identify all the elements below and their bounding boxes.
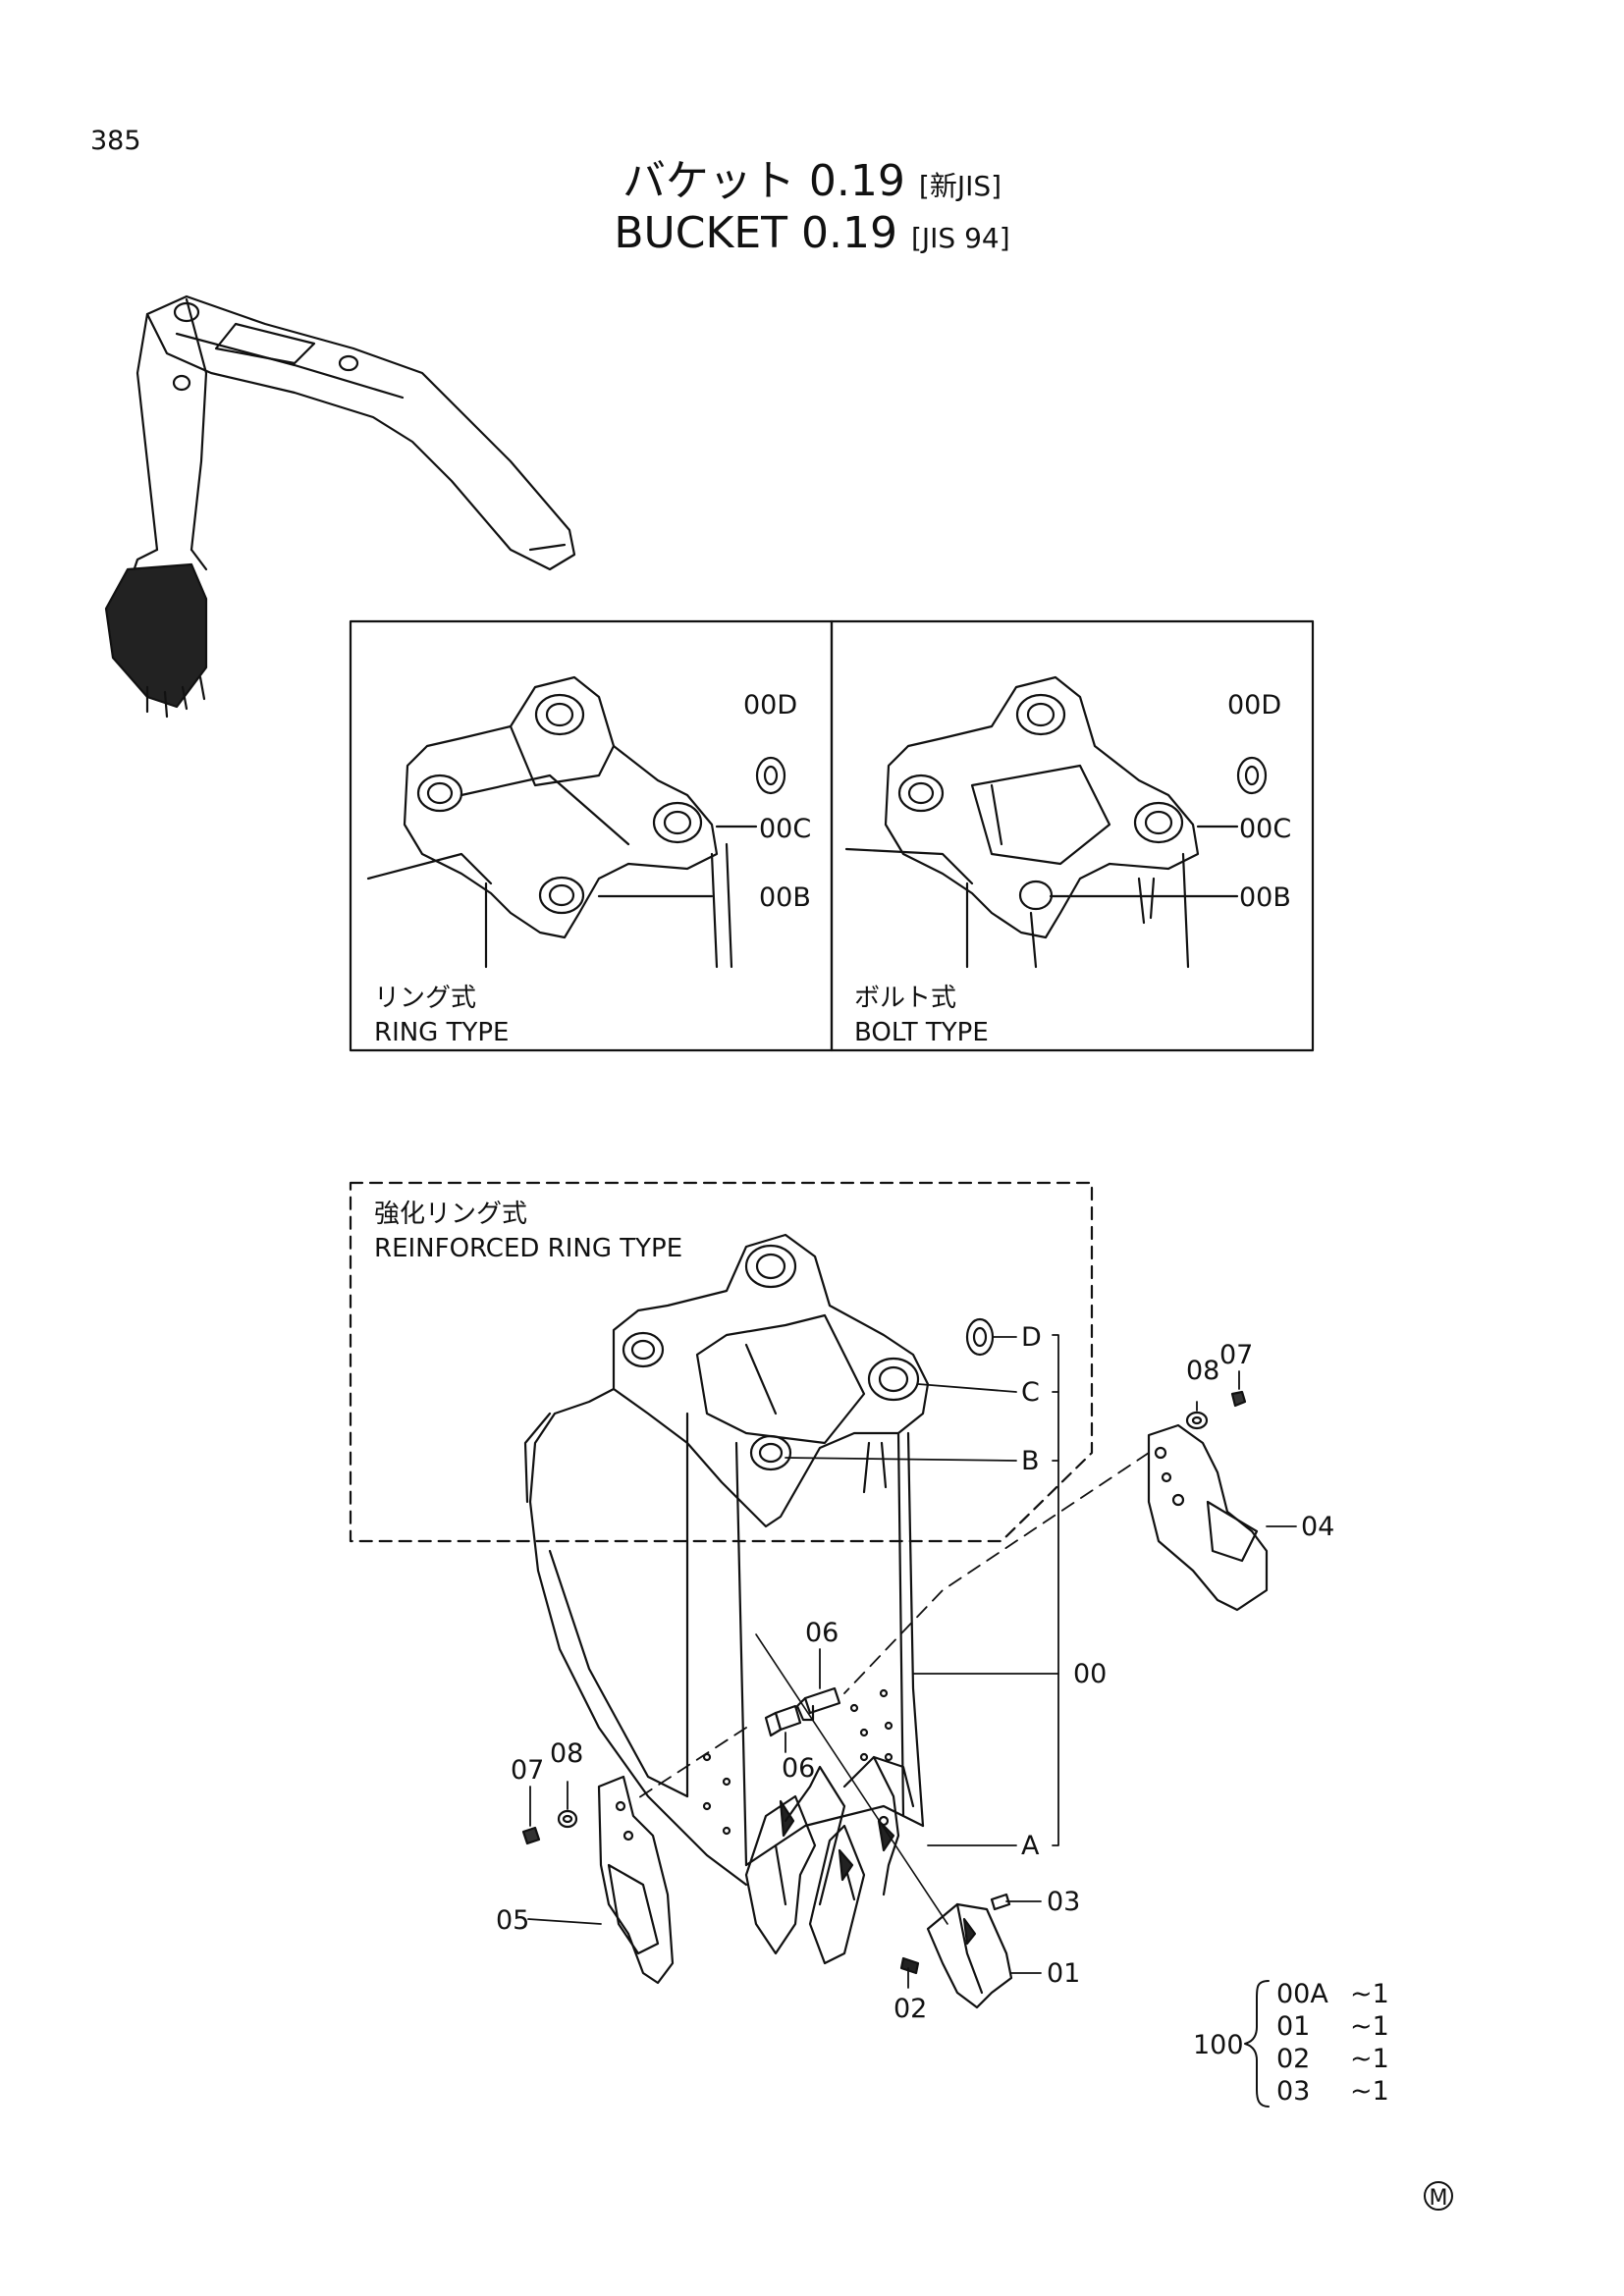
callout-02: 02 <box>893 1994 927 2024</box>
reinforced-type-en: REINFORCED RING TYPE <box>374 1234 682 1263</box>
ring-type-jp: リング式 <box>374 984 476 1013</box>
kit-item-part: 02 <box>1276 2044 1310 2074</box>
title-en-tag: [JIS 94] <box>910 222 1010 254</box>
callout-00: 00 <box>1073 1659 1107 1689</box>
callout-06-upper: 06 <box>805 1618 839 1648</box>
kit-item-part: 01 <box>1276 2011 1310 2042</box>
kit-item-part: 00A <box>1276 1979 1328 2009</box>
title-jp-main: バケット 0.19 <box>622 156 905 206</box>
ring-00C: 00C <box>759 814 811 844</box>
title-en-main: BUCKET 0.19 <box>614 208 897 258</box>
kit-item-qty: ~1 <box>1350 1979 1389 2009</box>
kit-item-qty: ~1 <box>1350 2011 1389 2042</box>
bolt-00B: 00B <box>1239 882 1291 913</box>
callout-08-right: 08 <box>1186 1356 1219 1386</box>
title-jp-tag: [新JIS] <box>918 170 1002 202</box>
callout-01: 01 <box>1047 1958 1080 1989</box>
callout-08-left: 08 <box>550 1738 583 1769</box>
kit-item-qty: ~1 <box>1350 2044 1389 2074</box>
title-en: BUCKET 0.19 [JIS 94] <box>0 208 1624 258</box>
kit-item-part: 03 <box>1276 2076 1310 2107</box>
callout-D: D <box>1021 1322 1042 1353</box>
callout-07-left: 07 <box>511 1755 544 1786</box>
reinforced-type-jp: 強化リング式 <box>374 1200 527 1229</box>
callout-B: B <box>1021 1446 1040 1476</box>
bolt-00D: 00D <box>1227 690 1281 721</box>
callout-04: 04 <box>1301 1512 1334 1542</box>
ring-type-en: RING TYPE <box>374 1018 509 1047</box>
title-jp: バケット 0.19 [新JIS] <box>0 145 1624 208</box>
bucket-main-illustration <box>521 1233 1269 2009</box>
bolt-type-bracket <box>844 675 1268 969</box>
ring-00B: 00B <box>759 882 811 913</box>
callout-03: 03 <box>1047 1887 1080 1917</box>
bolt-type-en: BOLT TYPE <box>854 1018 989 1047</box>
m-mark: M <box>1430 2186 1448 2211</box>
ring-type-bracket <box>366 675 786 969</box>
bolt-type-jp: ボルト式 <box>854 984 956 1013</box>
excavator-arm-illustration <box>104 294 576 719</box>
callout-06-lower: 06 <box>782 1753 815 1784</box>
ring-00D: 00D <box>743 690 797 721</box>
callout-05: 05 <box>496 1905 529 1936</box>
callout-A: A <box>1021 1831 1040 1861</box>
kit-item-qty: ~1 <box>1350 2076 1389 2107</box>
bolt-type-panel <box>830 619 1315 1052</box>
callout-C: C <box>1021 1377 1040 1408</box>
reinforced-ring-type-box <box>349 1181 1094 1543</box>
kit-number: 100 <box>1193 2030 1244 2060</box>
page-number: 385 <box>90 126 141 156</box>
callout-07-right: 07 <box>1219 1340 1253 1370</box>
bolt-00C: 00C <box>1239 814 1291 844</box>
